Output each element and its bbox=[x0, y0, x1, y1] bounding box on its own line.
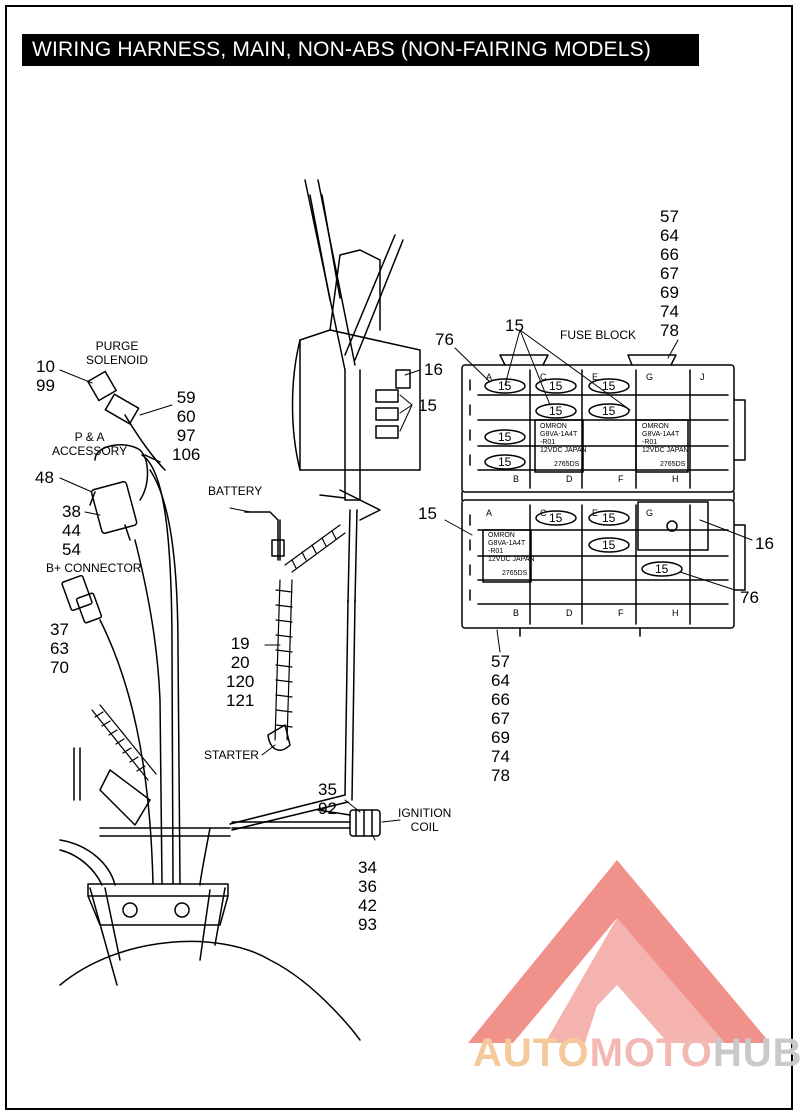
relay-text-1: OMRON G8VA-1A4T -R01 12VDC JAPAN 2765DS bbox=[540, 423, 587, 468]
ignition-coil-label: IGNITION COIL bbox=[398, 806, 452, 834]
fuse-cell-label: 15 bbox=[549, 379, 563, 393]
column-letter: C bbox=[540, 372, 547, 382]
fuse-block-outline bbox=[461, 354, 746, 637]
purge-solenoid-label: PURGE SOLENOID bbox=[86, 339, 149, 367]
page-title: WIRING HARNESS, MAIN, NON-ABS (NON-FAIRI… bbox=[22, 34, 699, 66]
fuse-cell-label: 15 bbox=[655, 562, 669, 576]
column-letter: F bbox=[618, 474, 624, 484]
relay-text-3: OMRON G8VA-1A4T -R01 12VDC JAPAN 2765DS bbox=[488, 532, 535, 577]
column-letter: B bbox=[513, 608, 520, 618]
column-letter: B bbox=[513, 474, 520, 484]
callout-fuse-15-left: 15 bbox=[418, 504, 437, 523]
fuse-cell-label: 15 bbox=[602, 538, 616, 552]
column-letter: A bbox=[486, 508, 493, 518]
column-letter: D bbox=[566, 474, 573, 484]
callout-harness-15: 15 bbox=[418, 396, 437, 415]
page-border bbox=[5, 5, 793, 1110]
column-letter: C bbox=[540, 508, 547, 518]
b-plus-connector-label: B+ CONNECTOR bbox=[46, 561, 142, 575]
fuse-cell-label: 15 bbox=[498, 455, 512, 469]
callout-fuse-16-right: 16 bbox=[755, 534, 774, 553]
starter-label: STARTER bbox=[204, 748, 259, 762]
fuse-cell-label: 15 bbox=[549, 511, 563, 525]
watermark-text: AUTOMOTOHUB bbox=[473, 1031, 800, 1075]
callout-fuse-76-bottom: 76 bbox=[740, 588, 759, 607]
fuse-cell-label: 15 bbox=[549, 404, 563, 418]
callout-fuse-76-top: 76 bbox=[435, 330, 454, 349]
column-letter: A bbox=[486, 372, 493, 382]
fuse-cell-label: 15 bbox=[602, 511, 616, 525]
column-letter: F bbox=[618, 608, 624, 618]
column-letter: G bbox=[646, 508, 654, 518]
fuse-cell-label: 15 bbox=[602, 404, 616, 418]
fuse-cell-label: 15 bbox=[602, 379, 616, 393]
callout-fuse-15-top: 15 bbox=[505, 316, 524, 335]
callout-accessory: 48 bbox=[35, 468, 54, 487]
column-letter: E bbox=[592, 508, 599, 518]
column-letter: H bbox=[672, 608, 679, 618]
pa-accessory-label: P & A ACCESSORY bbox=[52, 430, 128, 458]
fuse-cell-label: 15 bbox=[498, 430, 512, 444]
column-letter: H bbox=[672, 474, 679, 484]
callout-harness-16: 16 bbox=[424, 360, 443, 379]
fuse-block-label: FUSE BLOCK bbox=[560, 328, 637, 342]
column-letter: E bbox=[592, 372, 599, 382]
watermark-logo bbox=[468, 860, 770, 1043]
relay-text-2: OMRON G8VA-1A4T -R01 12VDC JAPAN 2765DS bbox=[642, 423, 689, 468]
column-letter: D bbox=[566, 608, 573, 618]
column-letter: G bbox=[646, 372, 654, 382]
battery-label: BATTERY bbox=[208, 484, 263, 498]
fuse-cell-label: 15 bbox=[498, 379, 512, 393]
column-letter: J bbox=[700, 372, 705, 382]
